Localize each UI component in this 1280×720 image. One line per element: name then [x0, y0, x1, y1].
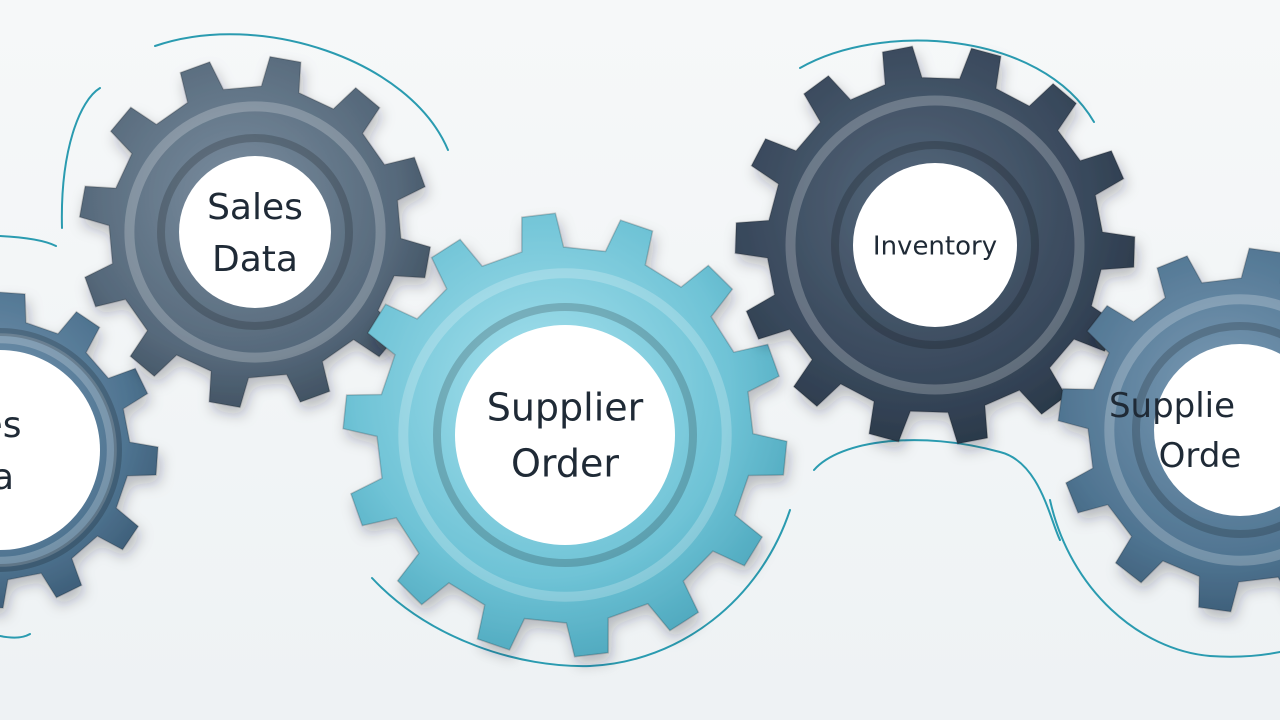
gear-label: les [0, 405, 21, 446]
gear-rim [398, 268, 732, 602]
connector-arc [1049, 499, 1280, 658]
connector-arc [0, 235, 57, 247]
gear-label: Inventory [873, 231, 997, 261]
connector-arc [799, 39, 1095, 123]
gear-label: ta [0, 457, 14, 498]
gear-rim [124, 101, 386, 363]
connector-lines [0, 33, 1280, 668]
gear-label: Supplier [487, 386, 644, 430]
gear-hub-ring [0, 328, 122, 572]
gear-hub [455, 325, 675, 545]
gear-hub-ring [1132, 322, 1280, 538]
gear-hub-ring [433, 303, 697, 567]
gear-rim [1104, 294, 1280, 566]
gear-hub [179, 156, 331, 308]
gear-hub [0, 350, 100, 550]
gear-hub [1154, 344, 1280, 516]
gear-rim [785, 95, 1085, 395]
gear-label: Data [212, 239, 298, 280]
gear-label: Order [511, 442, 619, 486]
connector-arc [154, 33, 449, 151]
connector-arc [371, 509, 791, 668]
gear-hub-ring [831, 141, 1039, 349]
gear-hub [853, 163, 1017, 327]
gear-hub-ring [157, 134, 353, 330]
gear-left-partial-sales-data: les ta [0, 291, 159, 609]
gear-label: Sales [207, 187, 303, 228]
gear-label: Supplie [1109, 386, 1235, 426]
gear-rim [0, 333, 117, 567]
connector-arc [60, 87, 101, 229]
gear-inventory: Inventory [734, 45, 1136, 445]
connector-arc [813, 439, 1061, 541]
gear-label: Orde [1159, 436, 1242, 476]
connector-arc [0, 633, 31, 639]
